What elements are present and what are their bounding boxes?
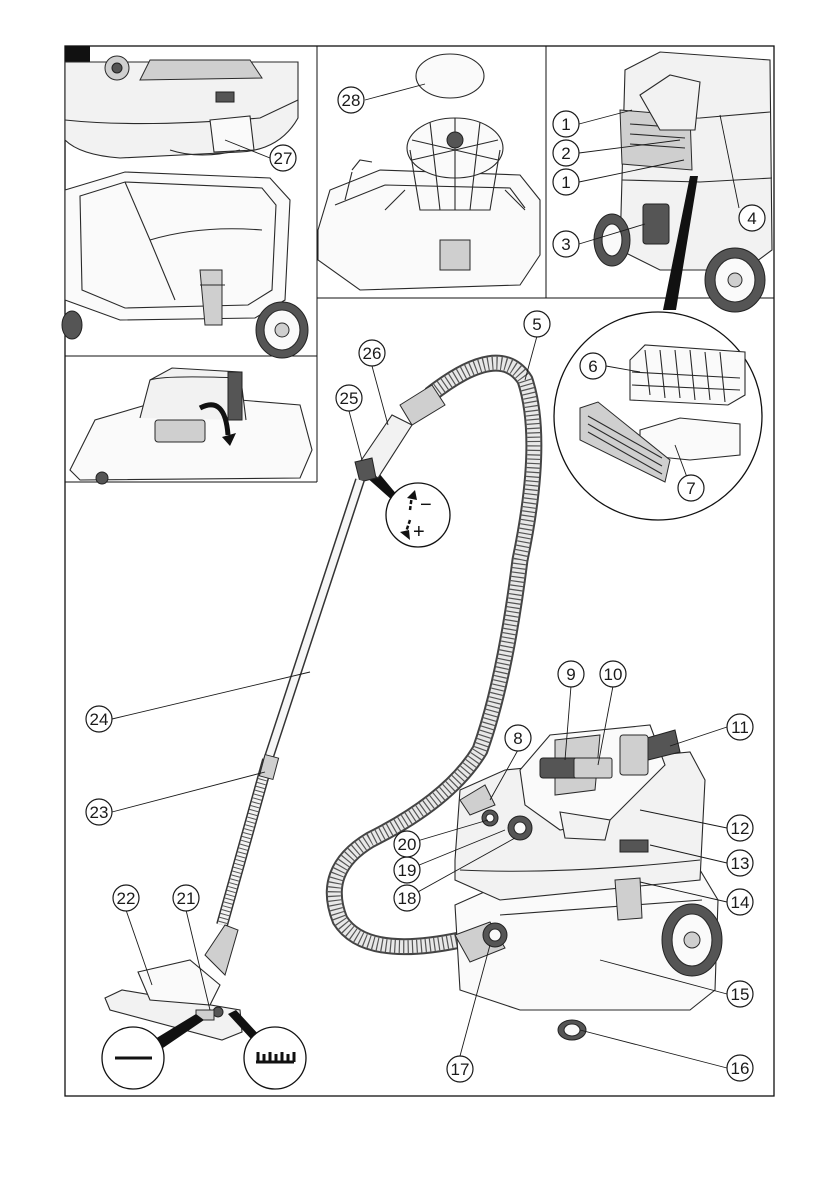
callout-1-upper: 1 [553,111,579,137]
svg-text:25: 25 [340,389,359,408]
svg-text:8: 8 [513,729,522,748]
svg-text:14: 14 [731,893,750,912]
panel-container-lid-latch [65,56,298,158]
svg-text:22: 22 [117,889,136,908]
callout-17: 17 [447,1056,473,1082]
callout-18: 18 [394,885,420,911]
svg-text:18: 18 [398,889,417,908]
callout-10: 10 [600,661,626,687]
svg-text:3: 3 [561,235,570,254]
callout-6: 6 [580,353,606,379]
callout-12: 12 [727,815,753,841]
svg-text:27: 27 [274,149,293,168]
callout-28: 28 [338,87,364,113]
filter-disc [416,54,484,98]
callout-16: 16 [727,1055,753,1081]
wheel-icon [705,248,765,312]
callout-13: 13 [727,850,753,876]
floor-nozzle [105,925,242,1040]
svg-text:19: 19 [398,861,417,880]
svg-text:2: 2 [561,144,570,163]
panel-open-container [62,172,308,358]
callout-15: 15 [727,981,753,1007]
svg-text:15: 15 [731,985,750,1004]
svg-text:9: 9 [566,665,575,684]
callout-20: 20 [394,831,420,857]
callout-23: 23 [86,799,112,825]
svg-text:23: 23 [90,803,109,822]
callout-24: 24 [86,706,112,732]
svg-text:20: 20 [398,835,417,854]
callout-14: 14 [727,889,753,915]
callout-25: 25 [336,385,362,411]
svg-text:17: 17 [451,1060,470,1079]
svg-text:13: 13 [731,854,750,873]
panel-filter-cover [594,52,772,312]
wheel-icon [256,302,308,358]
callout-7: 7 [678,475,704,501]
callout-4: 4 [739,205,765,231]
svg-text:11: 11 [731,718,749,737]
vacuum-unit [455,725,722,1040]
suction-regulator-symbol: − + [365,472,450,547]
callout-9: 9 [558,661,584,687]
callout-11: 11 [727,714,753,740]
corner-marker [65,46,90,62]
tube-release-button [259,755,278,780]
callout-22: 22 [113,885,139,911]
callout-8: 8 [505,725,531,751]
svg-text:7: 7 [686,479,695,498]
svg-text:21: 21 [177,889,196,908]
svg-text:1: 1 [561,173,570,192]
svg-text:5: 5 [532,315,541,334]
callout-26: 26 [359,340,385,366]
callout-3: 3 [553,231,579,257]
panel-handle-raise [70,368,312,484]
callout-27: 27 [270,145,296,171]
svg-text:10: 10 [604,665,623,684]
svg-text:26: 26 [363,344,382,363]
svg-text:6: 6 [588,357,597,376]
callout-1-lower: 1 [553,169,579,195]
wheel-icon [662,904,722,976]
suction-plus-symbol: + [413,521,425,543]
svg-text:12: 12 [731,819,750,838]
svg-text:1: 1 [561,115,570,134]
svg-text:24: 24 [90,710,109,729]
svg-text:16: 16 [731,1059,750,1078]
svg-text:28: 28 [342,91,361,110]
svg-text:4: 4 [747,209,756,228]
callout-5: 5 [524,311,550,337]
suction-minus-symbol: − [420,494,432,516]
callout-19: 19 [394,857,420,883]
callout-21: 21 [173,885,199,911]
callout-2: 2 [553,140,579,166]
